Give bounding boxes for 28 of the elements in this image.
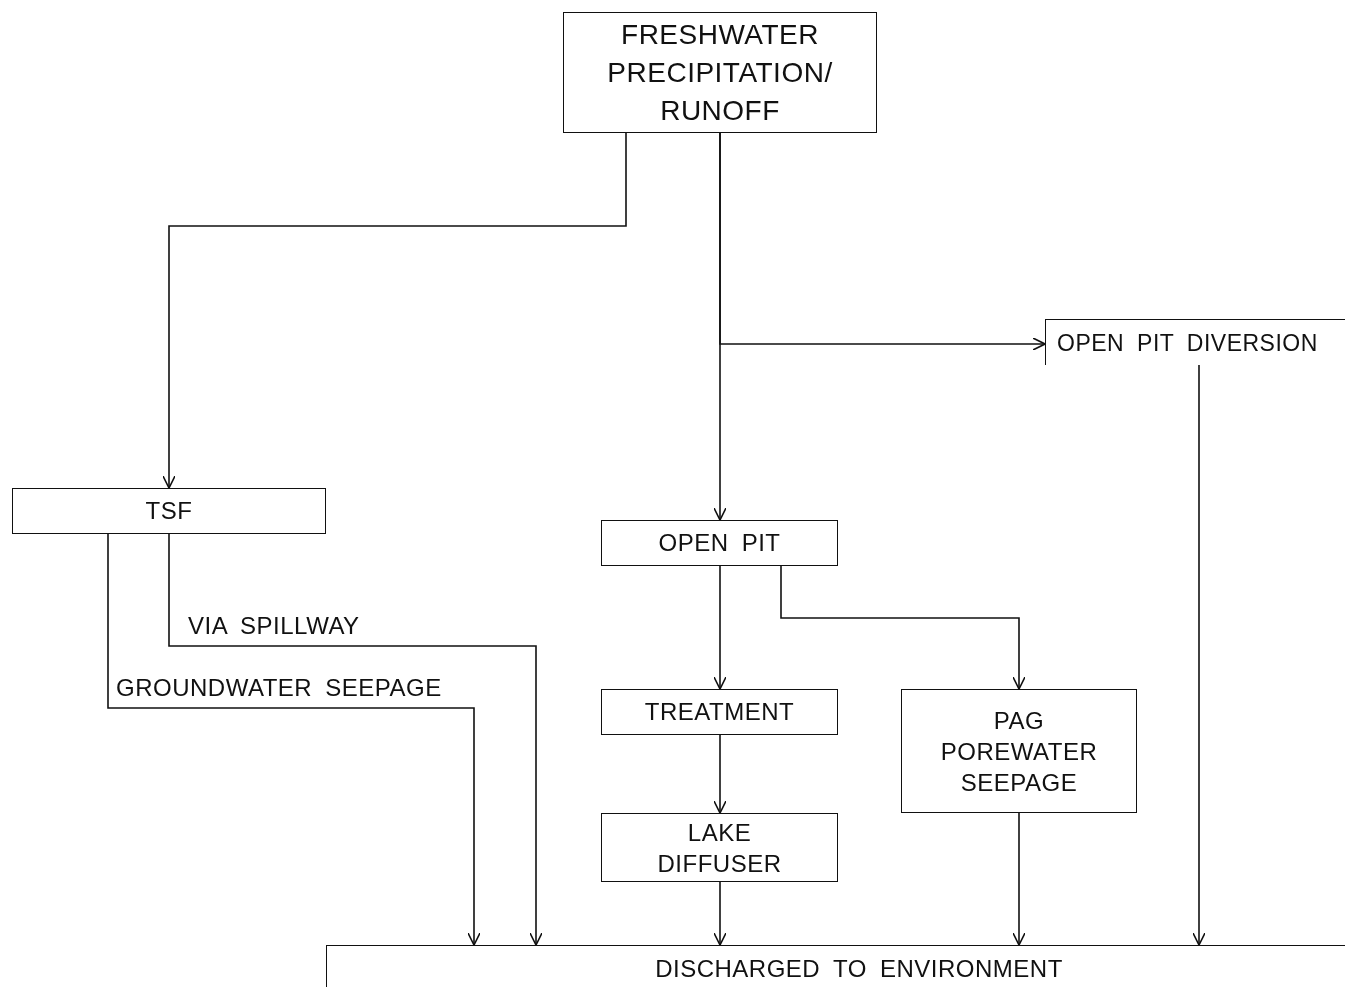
process-box — [601, 520, 838, 566]
edge-label: VIA SPILLWAY — [188, 612, 360, 640]
box-label: OPEN PIT — [658, 529, 781, 557]
process-box — [601, 689, 838, 735]
box-label: PAG POREWATER SEEPAGE — [939, 705, 1099, 798]
box-label: LAKE DIFFUSER — [656, 817, 783, 879]
arrow — [1012, 812, 1026, 946]
arrow — [107, 533, 481, 946]
box-label: FRESHWATER PRECIPITATION/ RUNOFF — [606, 17, 834, 128]
process-box — [12, 488, 326, 534]
process-box — [1045, 319, 1345, 365]
box-label: DISCHARGED TO ENVIRONMENT — [655, 955, 1063, 983]
arrow — [168, 533, 543, 946]
box-label: OPEN PIT DIVERSION — [1057, 328, 1318, 357]
arrow — [1192, 364, 1206, 946]
process-box — [901, 689, 1137, 813]
arrow — [719, 132, 1046, 351]
process-box — [601, 813, 838, 882]
arrow — [713, 734, 727, 814]
arrow — [713, 565, 727, 690]
arrow — [780, 565, 1026, 690]
box-label: TREATMENT — [644, 698, 795, 726]
process-box — [563, 12, 877, 133]
box-label: TSF — [145, 497, 193, 525]
edge-label: GROUNDWATER SEEPAGE — [116, 674, 442, 702]
process-box — [326, 945, 1345, 987]
arrow — [713, 881, 727, 946]
arrow — [162, 132, 627, 489]
